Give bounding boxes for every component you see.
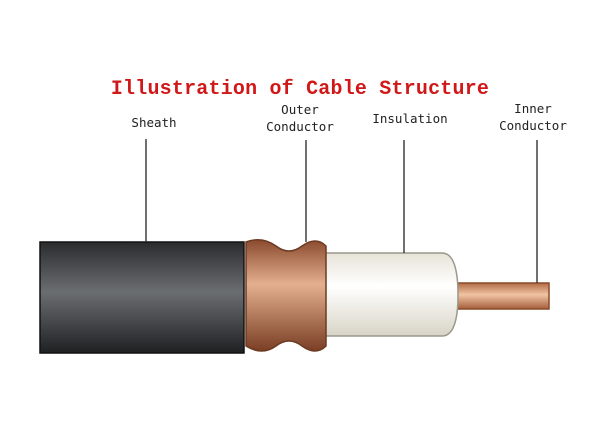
label-insulation-text: Insulation: [372, 111, 448, 126]
outer-conductor-braid: [245, 239, 327, 352]
label-outer-conductor: Outer Conductor: [246, 101, 354, 135]
diagram-title: Illustration of Cable Structure: [110, 78, 490, 101]
label-insulation: Insulation: [356, 110, 464, 127]
insulation-layer: [315, 252, 459, 337]
label-outer-line2: Conductor: [266, 119, 334, 134]
inner-conductor-core: [447, 282, 550, 310]
label-inner-line1: Inner: [514, 101, 552, 116]
label-inner-line2: Conductor: [499, 118, 567, 133]
label-outer-line1: Outer: [281, 102, 319, 117]
sheath-jacket: [39, 241, 245, 354]
label-sheath-text: Sheath: [131, 115, 177, 130]
label-sheath: Sheath: [104, 114, 204, 131]
label-inner-conductor: Inner Conductor: [478, 100, 588, 134]
